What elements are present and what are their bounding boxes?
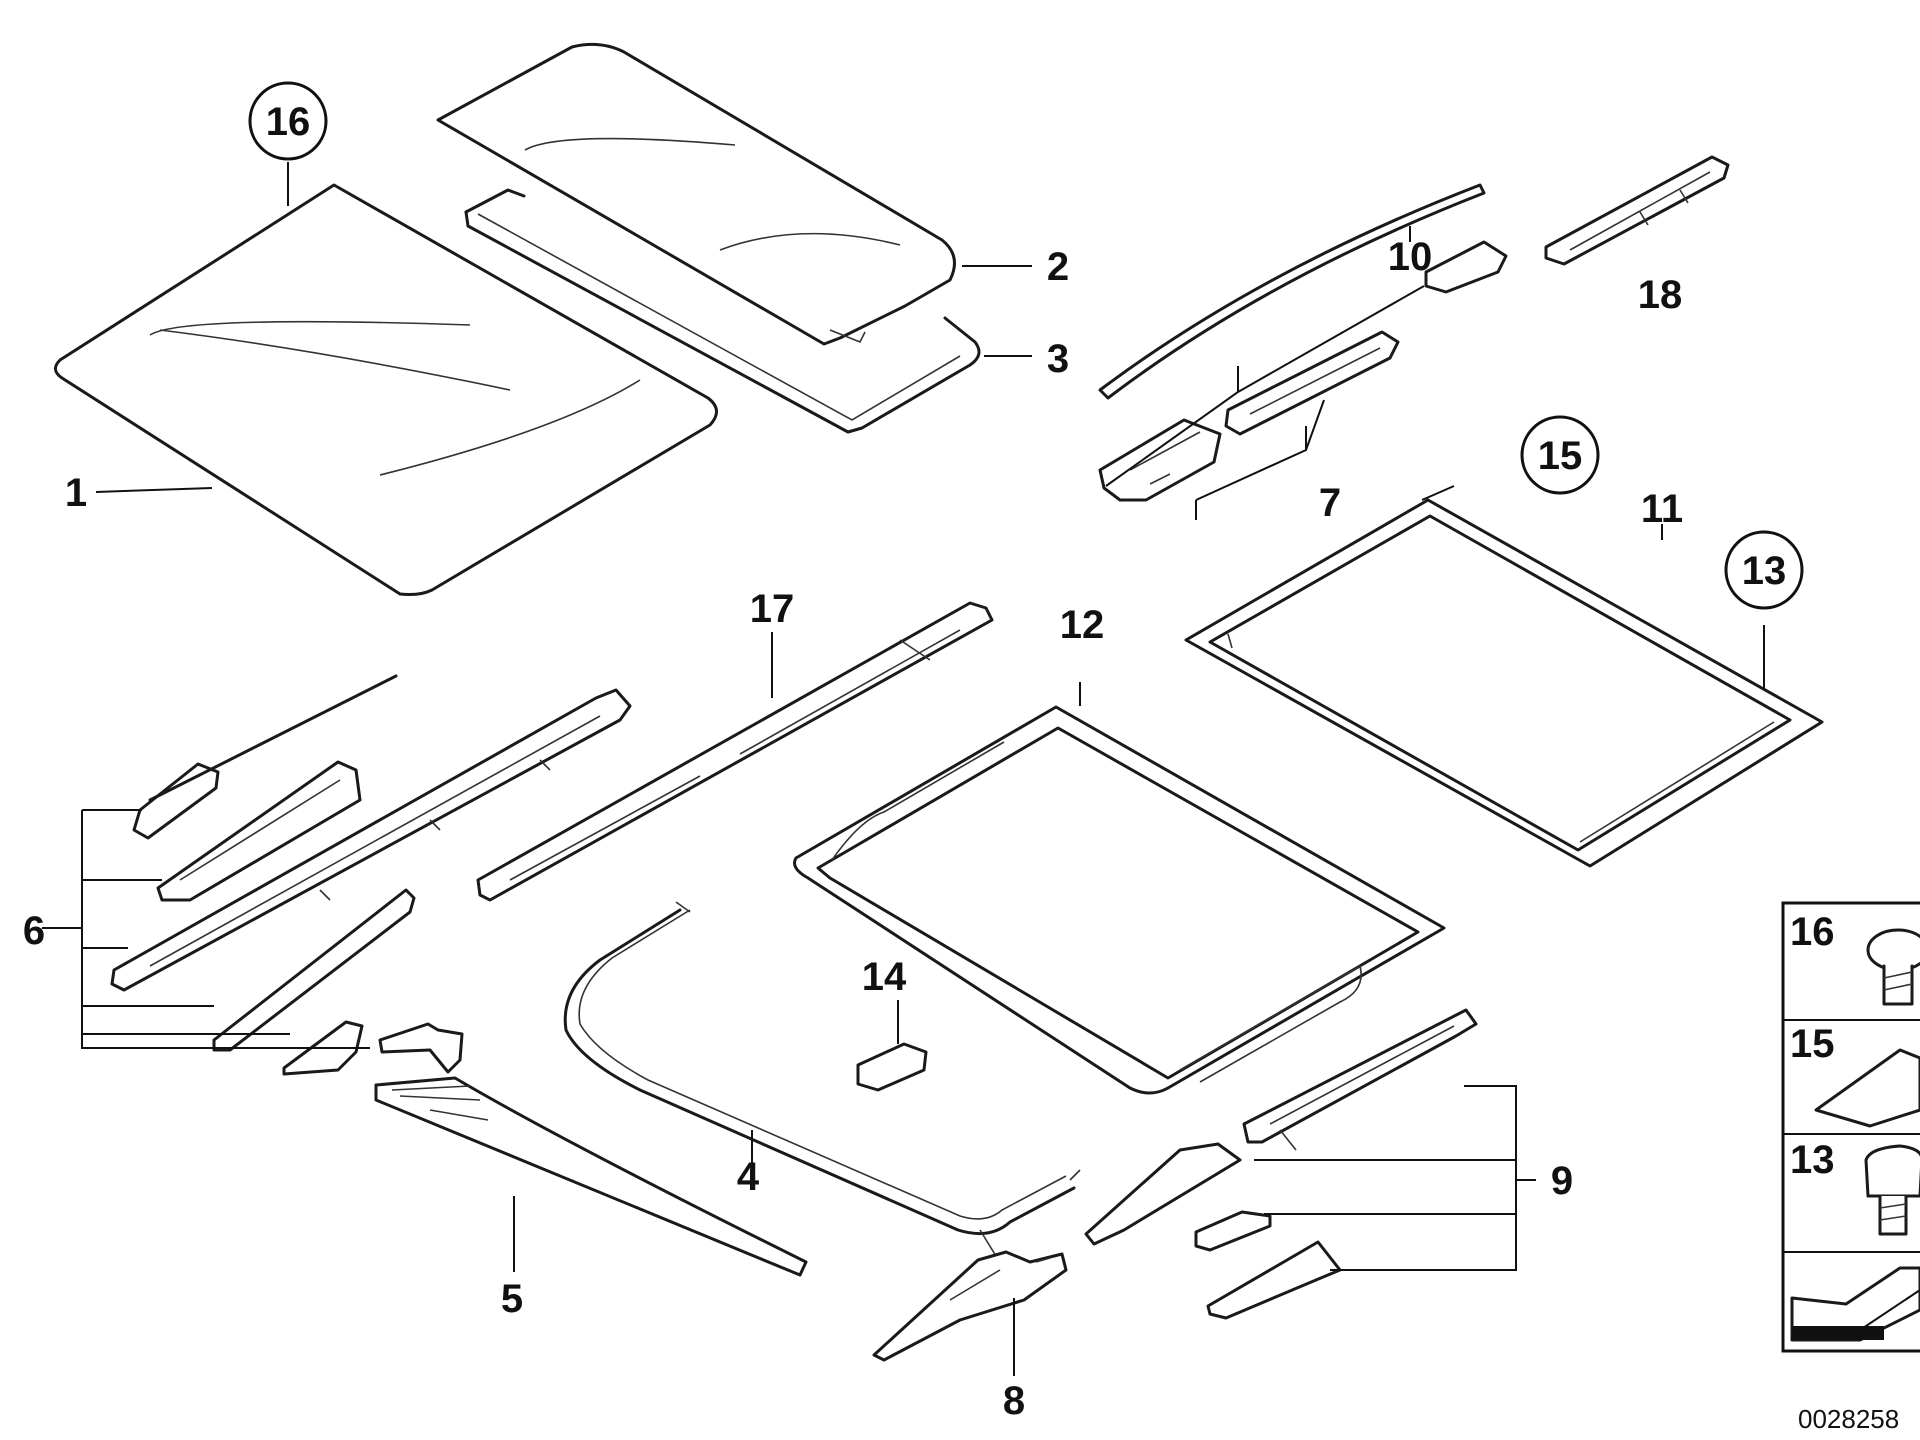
part-2-front-glass <box>436 42 956 346</box>
part-18-rail <box>1544 155 1730 266</box>
callout-7: 7 <box>1319 481 1341 525</box>
part-12-frame <box>793 705 1446 1095</box>
callout-14: 14 <box>862 955 907 999</box>
bolt-icon <box>1864 1144 1920 1236</box>
part-10-guide-strip <box>1098 183 1486 400</box>
part-5-strip <box>374 1076 808 1277</box>
callout-9: 9 <box>1551 1159 1573 1203</box>
callout-1: 1 <box>65 471 87 515</box>
part-10-slider <box>1424 240 1508 294</box>
legend-15: 15 <box>1790 1022 1835 1066</box>
callout-18: 18 <box>1638 273 1683 317</box>
document-number: 0028258 <box>1798 1404 1899 1434</box>
callout-10: 10 <box>1388 235 1433 279</box>
callout-4: 4 <box>737 1155 760 1199</box>
callout-ring-15 <box>1520 415 1600 495</box>
legend-16: 16 <box>1790 910 1835 954</box>
pad-icon <box>1814 1048 1920 1128</box>
part-17-rail <box>476 601 994 902</box>
callout-15: 15 <box>1538 434 1583 478</box>
fastener-legend: 16 15 13 <box>1781 901 1920 1353</box>
part-9-group <box>1084 1008 1478 1320</box>
callout-12: 12 <box>1060 603 1105 647</box>
callout-11: 11 <box>1641 487 1683 531</box>
part-11-sunshade <box>1184 498 1824 868</box>
callout-13: 13 <box>1742 549 1787 593</box>
part-3-seal <box>464 188 981 434</box>
callout-2: 2 <box>1047 245 1069 289</box>
legend-13: 13 <box>1790 1138 1835 1182</box>
part-14-clip <box>856 1042 928 1092</box>
callout-17: 17 <box>750 587 795 631</box>
callout-5: 5 <box>501 1277 523 1321</box>
callout-6: 6 <box>23 909 45 953</box>
part-1-glass-panel <box>54 183 718 596</box>
screw-icon <box>1866 928 1920 1006</box>
leader-lines <box>42 162 1765 1376</box>
part-7-mechanism <box>1098 330 1400 502</box>
arrow-icon <box>1790 1266 1920 1342</box>
part-8-bracket <box>872 1250 1068 1362</box>
callout-3: 3 <box>1047 337 1069 381</box>
part-4-hose-frame <box>563 901 1081 1257</box>
callout-ring-13 <box>1724 530 1804 610</box>
part-6-group <box>110 674 632 1076</box>
callout-labels: 16 1 2 3 10 18 7 15 11 13 17 12 6 14 4 9… <box>23 81 1804 1423</box>
callout-8: 8 <box>1003 1379 1025 1423</box>
callout-16: 16 <box>266 100 311 144</box>
callout-ring-16 <box>248 81 328 161</box>
